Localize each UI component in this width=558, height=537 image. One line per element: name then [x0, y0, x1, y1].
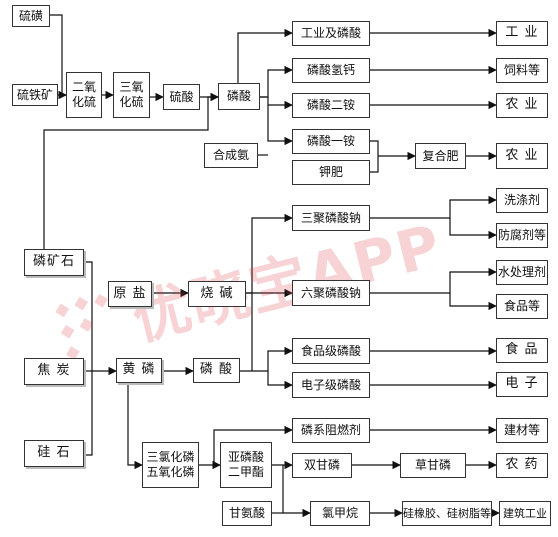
node-sulfuric-acid: 硫酸 [163, 84, 200, 110]
edge-phosacid-map [267, 105, 293, 146]
node-silica: 硅 石 [24, 440, 84, 467]
node-so2: 二氧 化硫 [66, 72, 102, 118]
edge-stpp-preservative [449, 218, 497, 240]
edge-map-potash-compound [370, 140, 379, 173]
node-map: 磷酸一铵 [292, 129, 370, 154]
edge-phosacid-electronic [267, 371, 293, 390]
node-sulfur: 硫磺 [12, 5, 50, 27]
node-phosphite-dimethyl: 亚磷酸 二甲酯 [220, 442, 272, 488]
node-pcl3-p2o5: 三氯化磷 五氧化磷 [142, 442, 199, 488]
node-water-treatment: 水处理剂 [496, 260, 548, 285]
node-electronics: 电 子 [496, 372, 548, 397]
node-stpp: 三聚磷酸钠 [292, 205, 370, 231]
edge-caustic-branches [246, 213, 293, 294]
node-building-materials: 建材等 [496, 418, 548, 443]
edge-rock-bus [84, 261, 93, 456]
node-flame-retardant: 磷系阻燃剂 [292, 418, 370, 443]
edge-yellow-pcl3 [127, 383, 143, 470]
edge-shmp-uses [370, 267, 497, 294]
node-feed: 饲料等 [496, 58, 548, 83]
node-caustic-soda: 烧 碱 [188, 281, 246, 307]
node-pyrite: 硫铁矿 [12, 84, 58, 106]
node-agriculture-2: 农 业 [496, 143, 548, 169]
node-yellow-phosphorus: 黄 磷 [116, 358, 162, 383]
node-food: 食 品 [496, 338, 548, 363]
edge-stpp-uses [370, 195, 497, 219]
node-detergent: 洗涤剂 [496, 188, 548, 213]
edge-phosacid-industrial [237, 28, 293, 83]
node-silicone: 硅橡胶、硅树脂等 [402, 501, 492, 526]
edge-rock-phosacid [43, 92, 219, 250]
node-food-grade: 食品级磷酸 [292, 338, 370, 364]
edge-phosacid-branches-mid [240, 346, 293, 372]
edge-phosacid-dcp [260, 65, 293, 98]
node-synthetic-ammonia: 合成氨 [204, 143, 258, 168]
node-chloromethane: 氯甲烷 [310, 501, 370, 526]
node-preservative: 防腐剂等 [496, 223, 548, 248]
node-phosphoric-acid-top: 磷酸 [218, 83, 260, 110]
node-dicalcium-phosphate: 磷酸氢钙 [292, 58, 370, 83]
node-industrial-phosphoric: 工业及磷酸 [292, 21, 370, 46]
node-glyphosine: 双甘磷 [292, 453, 352, 478]
node-shmp: 六聚磷酸钠 [292, 280, 370, 306]
node-compound-fertilizer: 复合肥 [415, 143, 466, 169]
node-phosphate-rock: 磷矿石 [24, 249, 84, 276]
node-so3: 三氧 化硫 [113, 72, 150, 118]
node-salt: 原 盐 [108, 281, 152, 307]
node-phosphoric-acid-mid: 磷 酸 [193, 358, 240, 383]
edge-sulfur-so2 [50, 14, 67, 100]
edge-shmp-food [449, 293, 497, 311]
edge-pcl3-flame [213, 425, 293, 465]
node-industry: 工 业 [496, 21, 548, 46]
node-pesticide: 农 药 [496, 453, 548, 478]
edge-phosacid-dap [267, 97, 293, 110]
node-construction: 建筑工业 [499, 501, 551, 526]
node-food-etc: 食品等 [496, 294, 548, 319]
node-electronic-grade: 电子级磷酸 [292, 372, 370, 398]
node-dap: 磷酸二铵 [292, 93, 370, 118]
node-potash: 钾肥 [292, 160, 370, 185]
node-glycine: 甘氨酸 [222, 501, 272, 526]
node-coke: 焦 炭 [24, 358, 84, 385]
node-glyphosate: 草甘磷 [400, 453, 466, 478]
node-agriculture-1: 农 业 [496, 93, 548, 118]
